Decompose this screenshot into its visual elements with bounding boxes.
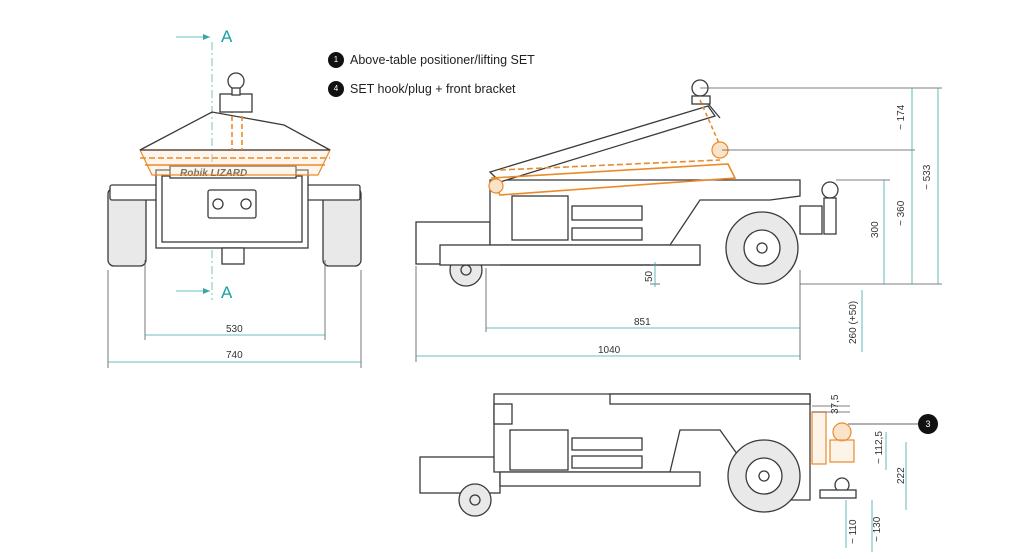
brand-label: Robik LIZARD <box>180 168 247 179</box>
bottom-view: 37,5 ~ 112,5 222 ~ 110 ~ 130 <box>419 393 918 552</box>
section-mark-top: A <box>221 27 233 46</box>
dim-260: 260 (+50) <box>848 301 859 344</box>
dim-110: ~ 110 <box>848 519 859 544</box>
front-view: A A Robik LIZARD 530 <box>107 27 362 368</box>
dim-360: ~ 360 <box>896 200 907 226</box>
dim-112-5: ~ 112,5 <box>874 431 885 464</box>
callout-3: 3 <box>918 414 938 434</box>
legend-label-1: Above-table positioner/lifting SET <box>350 53 535 67</box>
dim-851: 851 <box>634 317 651 328</box>
dim-1040: 1040 <box>598 345 621 356</box>
legend-item-1: 1 Above-table positioner/lifting SET <box>328 52 588 68</box>
tow-ball-top <box>227 72 245 90</box>
side-view: 50 300 ~ 360 ~ 174 ~ 533 260 (+50) 851 1… <box>415 79 942 362</box>
dim-37-5: 37,5 <box>830 394 841 414</box>
dim-740: 740 <box>226 350 243 361</box>
dim-130: ~ 130 <box>872 516 883 542</box>
dim-530: 530 <box>226 324 243 335</box>
legend-label-4: SET hook/plug + front bracket <box>350 82 516 96</box>
dim-222: 222 <box>896 467 907 484</box>
legend-number-1: 1 <box>328 52 344 68</box>
section-mark-bottom: A <box>221 283 233 302</box>
dim-300: 300 <box>870 221 881 238</box>
legend-number-4: 4 <box>328 81 344 97</box>
dim-50: 50 <box>644 270 655 282</box>
dim-174: ~ 174 <box>896 104 907 130</box>
legend-item-4: 4 SET hook/plug + front bracket <box>328 81 588 97</box>
dim-533: ~ 533 <box>922 164 933 190</box>
